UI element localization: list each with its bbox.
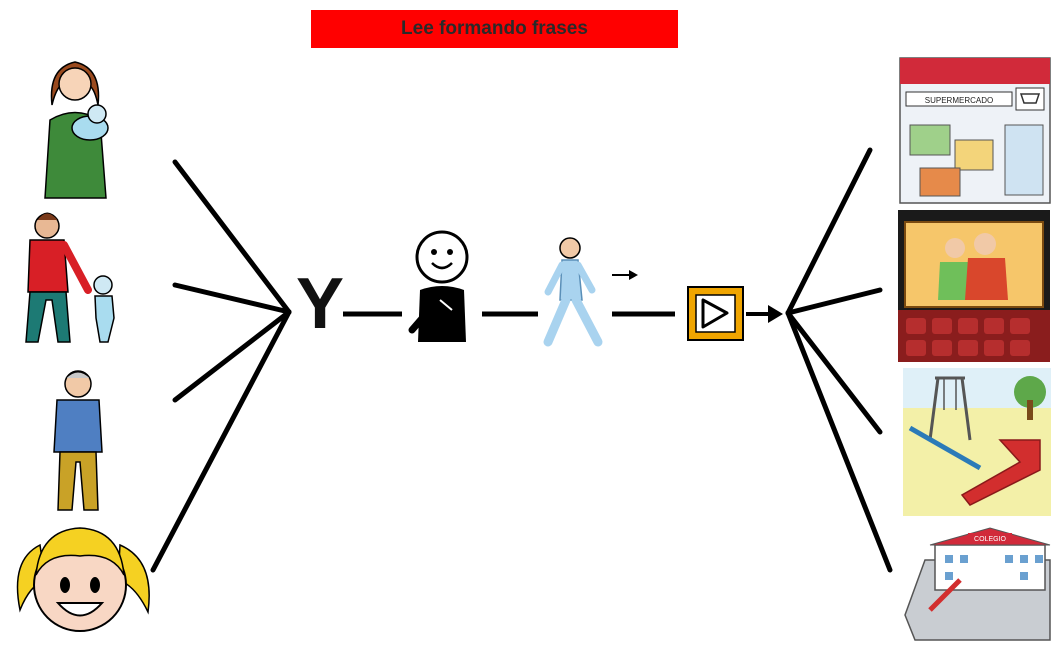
arrow-to-places	[746, 305, 783, 323]
title-banner: Lee formando frases	[311, 10, 678, 48]
walk-icon	[543, 237, 638, 347]
right-connector-lines	[785, 147, 893, 573]
title-text: Lee formando frases	[401, 18, 588, 39]
me-icon	[408, 230, 469, 342]
supermarket-icon: SUPERMERCADO	[899, 57, 1051, 204]
school-sign-text: COLEGIO	[974, 536, 1006, 543]
grandfather-icon	[53, 370, 103, 511]
school-icon: COLEGIO	[904, 527, 1051, 641]
father-with-child-icon	[25, 212, 115, 343]
playground-icon	[903, 368, 1051, 516]
mother-with-baby-icon	[44, 61, 109, 199]
cinema-icon	[898, 210, 1050, 362]
girl-face-icon	[16, 527, 150, 632]
left-connector-lines	[150, 159, 292, 573]
connector-word-y: Y	[296, 264, 345, 344]
supermarket-sign-text: SUPERMERCADO	[925, 96, 993, 105]
play-box-icon	[687, 286, 744, 341]
